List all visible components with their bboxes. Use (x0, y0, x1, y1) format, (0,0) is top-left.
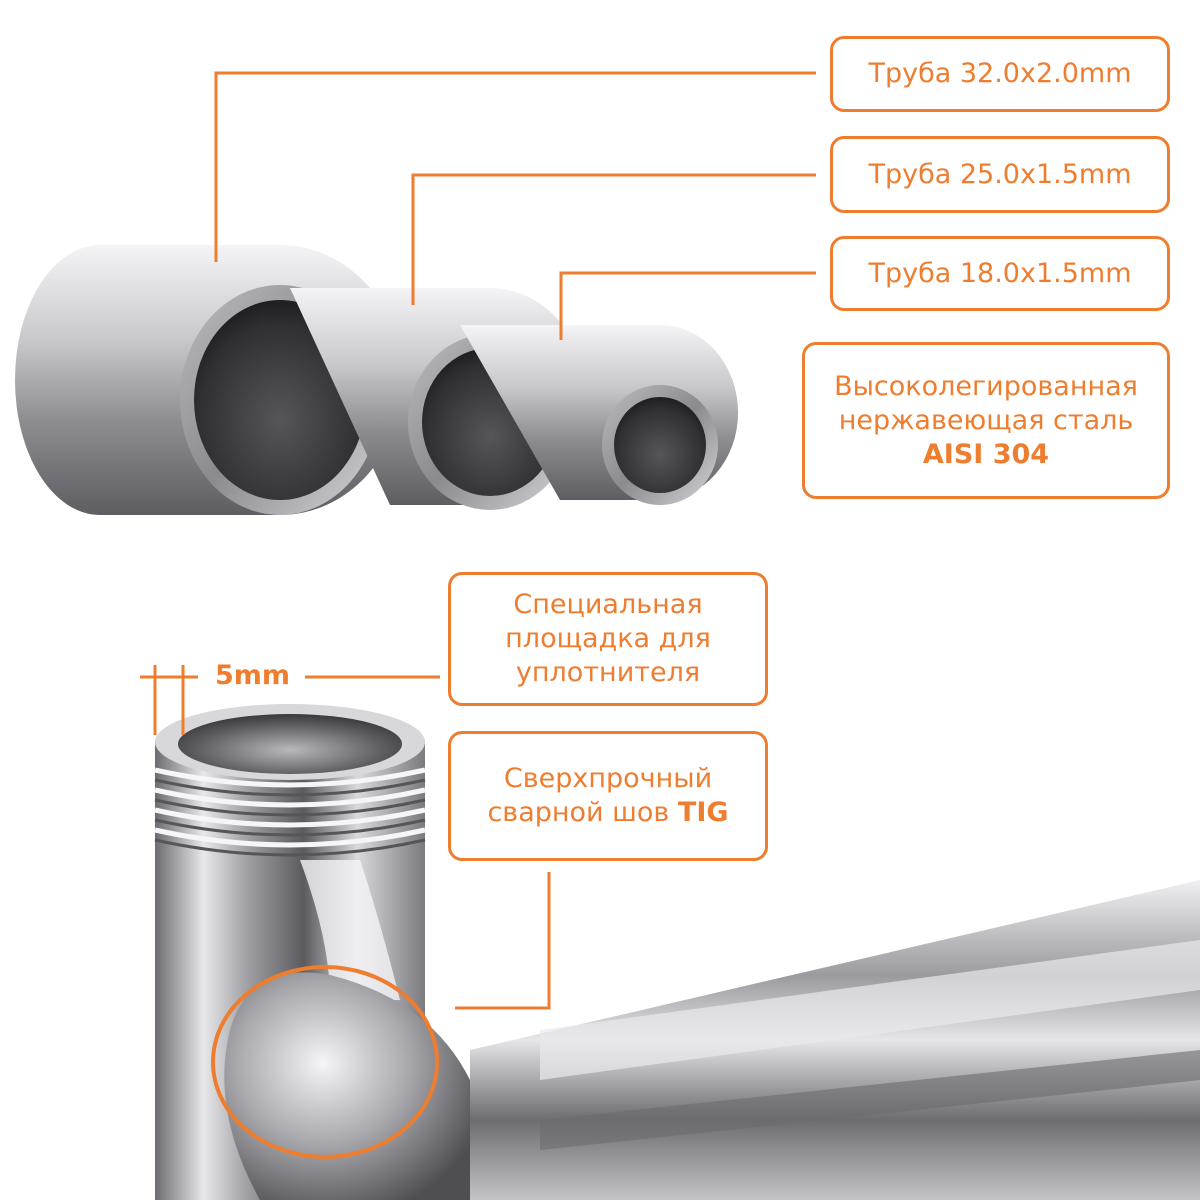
horizontal-rail (470, 880, 1200, 1200)
label-pipe-18: Труба 18.0x1.5mm (830, 236, 1170, 311)
weld-joint (211, 965, 470, 1200)
dimension-marker (140, 665, 440, 735)
steel-grade-code: AISI 304 (922, 438, 1050, 470)
dimension-label: 5mm (215, 660, 291, 691)
weld-type-code: TIG (677, 797, 729, 828)
label-pipe-25: Труба 25.0x1.5mm (830, 136, 1170, 213)
label-tig-weld: Сверхпрочный сварной шов TIG (448, 731, 768, 861)
tube-small (460, 325, 739, 505)
threaded-nozzle (154, 704, 426, 860)
leader-lines-top (214, 71, 816, 340)
label-seal-pad: Специальная площадка для уплотнителя (448, 572, 768, 706)
label-steel-grade: Высоколегированная нержавеющая сталь AIS… (802, 342, 1170, 499)
leader-line-weld (455, 872, 551, 1010)
label-pipe-32: Труба 32.0x2.0mm (830, 36, 1170, 112)
